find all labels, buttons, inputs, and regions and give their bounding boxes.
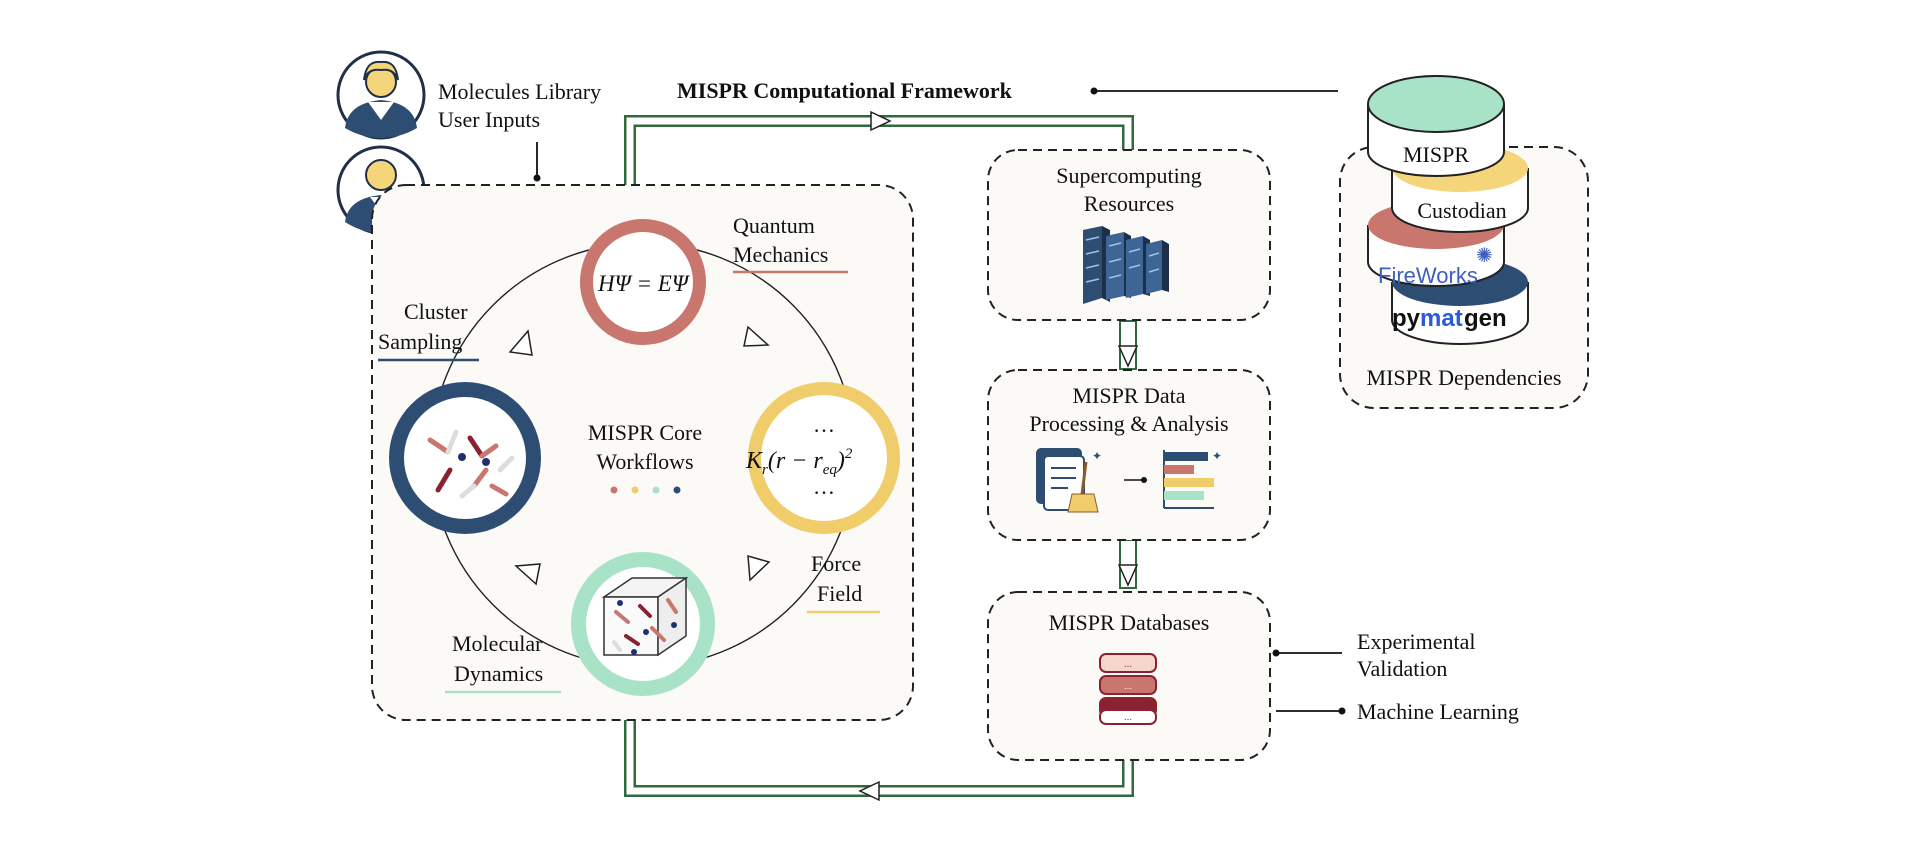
pymatgen-mat: mat (1420, 305, 1463, 332)
cluster-label-line2: Sampling (378, 329, 462, 354)
analysis-line1: MISPR Data (1072, 383, 1185, 408)
cluster-label-line1: Cluster (404, 299, 468, 324)
flow-arrow-top (870, 110, 892, 132)
quantum-label-line2: Mechanics (733, 242, 828, 267)
framework-title: MISPR Computational Framework (677, 78, 1013, 103)
core-label-line1: MISPR Core (588, 420, 702, 445)
arrow-analysis-to-databases (1117, 564, 1139, 587)
workflow-loop-frame (624, 110, 1139, 802)
core-workflows-box (371, 184, 914, 721)
quantum-mechanics-node: HΨ = EΨ (580, 219, 706, 345)
supercomputing-line2: Resources (1084, 191, 1174, 216)
databases-label: MISPR Databases (1049, 610, 1210, 635)
ff-ellipsis-top: … (813, 412, 835, 437)
arrow-super-to-analysis (1117, 345, 1139, 368)
analysis-line2: Processing & Analysis (1029, 411, 1228, 436)
flow-arrow-bottom (858, 780, 880, 802)
experimental-line1: Experimental (1357, 629, 1476, 654)
bar-chart-icon: ✦ (1163, 449, 1222, 509)
mispr-dep-label: MISPR (1403, 142, 1469, 167)
supercomputing-line1: Supercomputing (1056, 163, 1201, 188)
experimental-line2: Validation (1357, 656, 1447, 681)
quantum-label-line1: Quantum (733, 213, 815, 238)
forcefield-label-line2: Field (817, 581, 862, 606)
user-inputs-line1: Molecules Library (438, 79, 601, 104)
custodian-label: Custodian (1417, 198, 1506, 223)
molecular-dynamics-node (571, 552, 715, 696)
schrodinger-equation: HΨ = EΨ (597, 271, 690, 296)
core-color-dots (610, 486, 681, 494)
ff-ellipsis-bottom: … (813, 474, 835, 499)
cycle-arrow-md-to-cs (514, 563, 541, 586)
fireworks-sparkle-icon: ✺ (1476, 245, 1493, 267)
dependency-stack: py mat gen FireWorks ✺ Custodian MISPR (1367, 75, 1529, 345)
db-dots-2: ... (1124, 681, 1132, 692)
svg-text:✦: ✦ (1092, 449, 1102, 463)
forcefield-label-line1: Force (811, 551, 861, 576)
ff-equation: Kr(r − req)2 (745, 446, 853, 478)
core-label-line2: Workflows (596, 449, 693, 474)
pymatgen-py: py (1392, 305, 1421, 332)
mispr-cylinder: MISPR (1367, 75, 1505, 177)
pymatgen-gen: gen (1464, 305, 1507, 332)
cycle-arrow-ff-to-md (747, 554, 771, 582)
svg-text:✦: ✦ (1212, 449, 1222, 463)
machine-learning-label: Machine Learning (1357, 699, 1519, 724)
dependencies-label: MISPR Dependencies (1367, 365, 1562, 390)
cluster-sampling-node (389, 382, 541, 534)
document-cleaning-icon: ✦ (1036, 448, 1102, 513)
force-field-node: … Kr(r − req)2 … (745, 382, 900, 534)
user-inputs-line2: User Inputs (438, 107, 540, 132)
server-racks-icon (1083, 226, 1169, 304)
cycle-arrow-cs-to-qm (508, 329, 533, 356)
cycle-arrow-qm-to-ff (743, 325, 770, 347)
md-label-line2: Dynamics (454, 661, 543, 686)
fireworks-logo: FireWorks (1378, 263, 1478, 288)
db-dots-3: ... (1124, 712, 1132, 723)
db-dots-1: ... (1124, 659, 1132, 670)
user-avatar-female (336, 50, 426, 140)
md-label-line1: Molecular (452, 631, 543, 656)
database-stack-icon: ... ... ... (1099, 653, 1157, 725)
